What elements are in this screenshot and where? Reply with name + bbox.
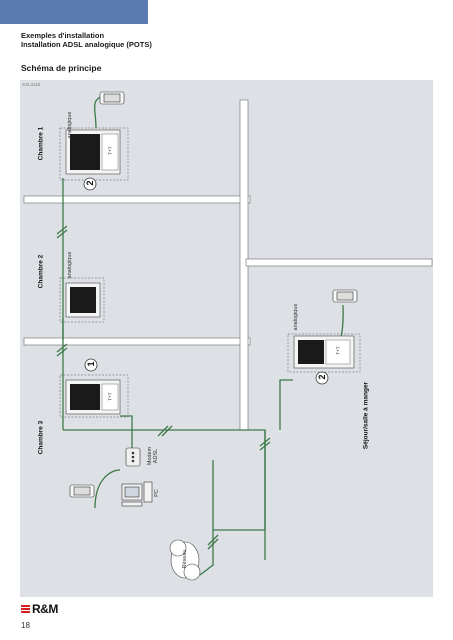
modem-label-line2: ADSL: [153, 448, 159, 464]
socket-room2: [65, 282, 101, 318]
pc-label: PC: [154, 489, 160, 497]
wire-main: [63, 429, 266, 531]
header-title: Exemples d'installation Installation ADS…: [21, 31, 152, 49]
badges: [83, 177, 329, 385]
wall-top: [23, 195, 251, 204]
analog-label-room1: analogique: [67, 111, 73, 139]
page-number: 18: [21, 621, 30, 630]
room-label-room1: Chambre 1: [37, 126, 45, 161]
room-label-room3: Chambre 3: [37, 420, 45, 455]
room-label-dining: Séjour/salle à manger: [362, 381, 370, 450]
wire-phone-room3: [94, 469, 121, 509]
wire-modem: [120, 415, 133, 450]
socket-label-room1: T+T: [107, 146, 113, 155]
modem-label: Modem ADSL: [147, 441, 159, 471]
logo-text: R&M: [32, 602, 58, 616]
phone-icon-room3: [69, 484, 95, 498]
socket-label-dining: T+T: [335, 346, 341, 355]
badge-1-room3: 1: [86, 361, 96, 367]
socket-label-room3: T+T: [107, 392, 113, 401]
analog-label-dining: analogique: [293, 303, 299, 331]
rm-logo: R&M: [21, 602, 58, 616]
wall-right: [245, 258, 433, 267]
walls: [23, 99, 433, 431]
section-title: Schéma de principe: [21, 63, 102, 73]
logo-mark-icon: [21, 605, 30, 613]
header-line-1: Exemples d'installation: [21, 31, 105, 40]
wall-middle: [23, 337, 251, 346]
figure-reference: XXL3115: [22, 82, 41, 87]
modem-icon: [125, 447, 141, 467]
badge-2-room1: 2: [85, 180, 95, 186]
badge-2-dining: 2: [317, 374, 327, 380]
room-label-room2: Chambre 2: [37, 254, 45, 289]
header-line-2: Installation ADSL analogique (POTS): [21, 40, 152, 49]
socket-dining: [293, 335, 355, 369]
cable-slash-marks: [56, 225, 271, 550]
header-color-bar: [0, 0, 148, 24]
network-cloud-icon: [169, 539, 201, 581]
analog-label-room2: analogique: [67, 251, 73, 279]
pc-icon: [121, 481, 153, 507]
socket-room3: [65, 379, 121, 415]
socket-room1: [65, 129, 121, 175]
wire-to-network: [199, 460, 214, 576]
network-label: Réseau: [182, 549, 188, 569]
phone-icon-room1: [99, 91, 125, 105]
phone-icon-dining: [332, 289, 358, 303]
wire-dining-socket: [279, 379, 293, 430]
